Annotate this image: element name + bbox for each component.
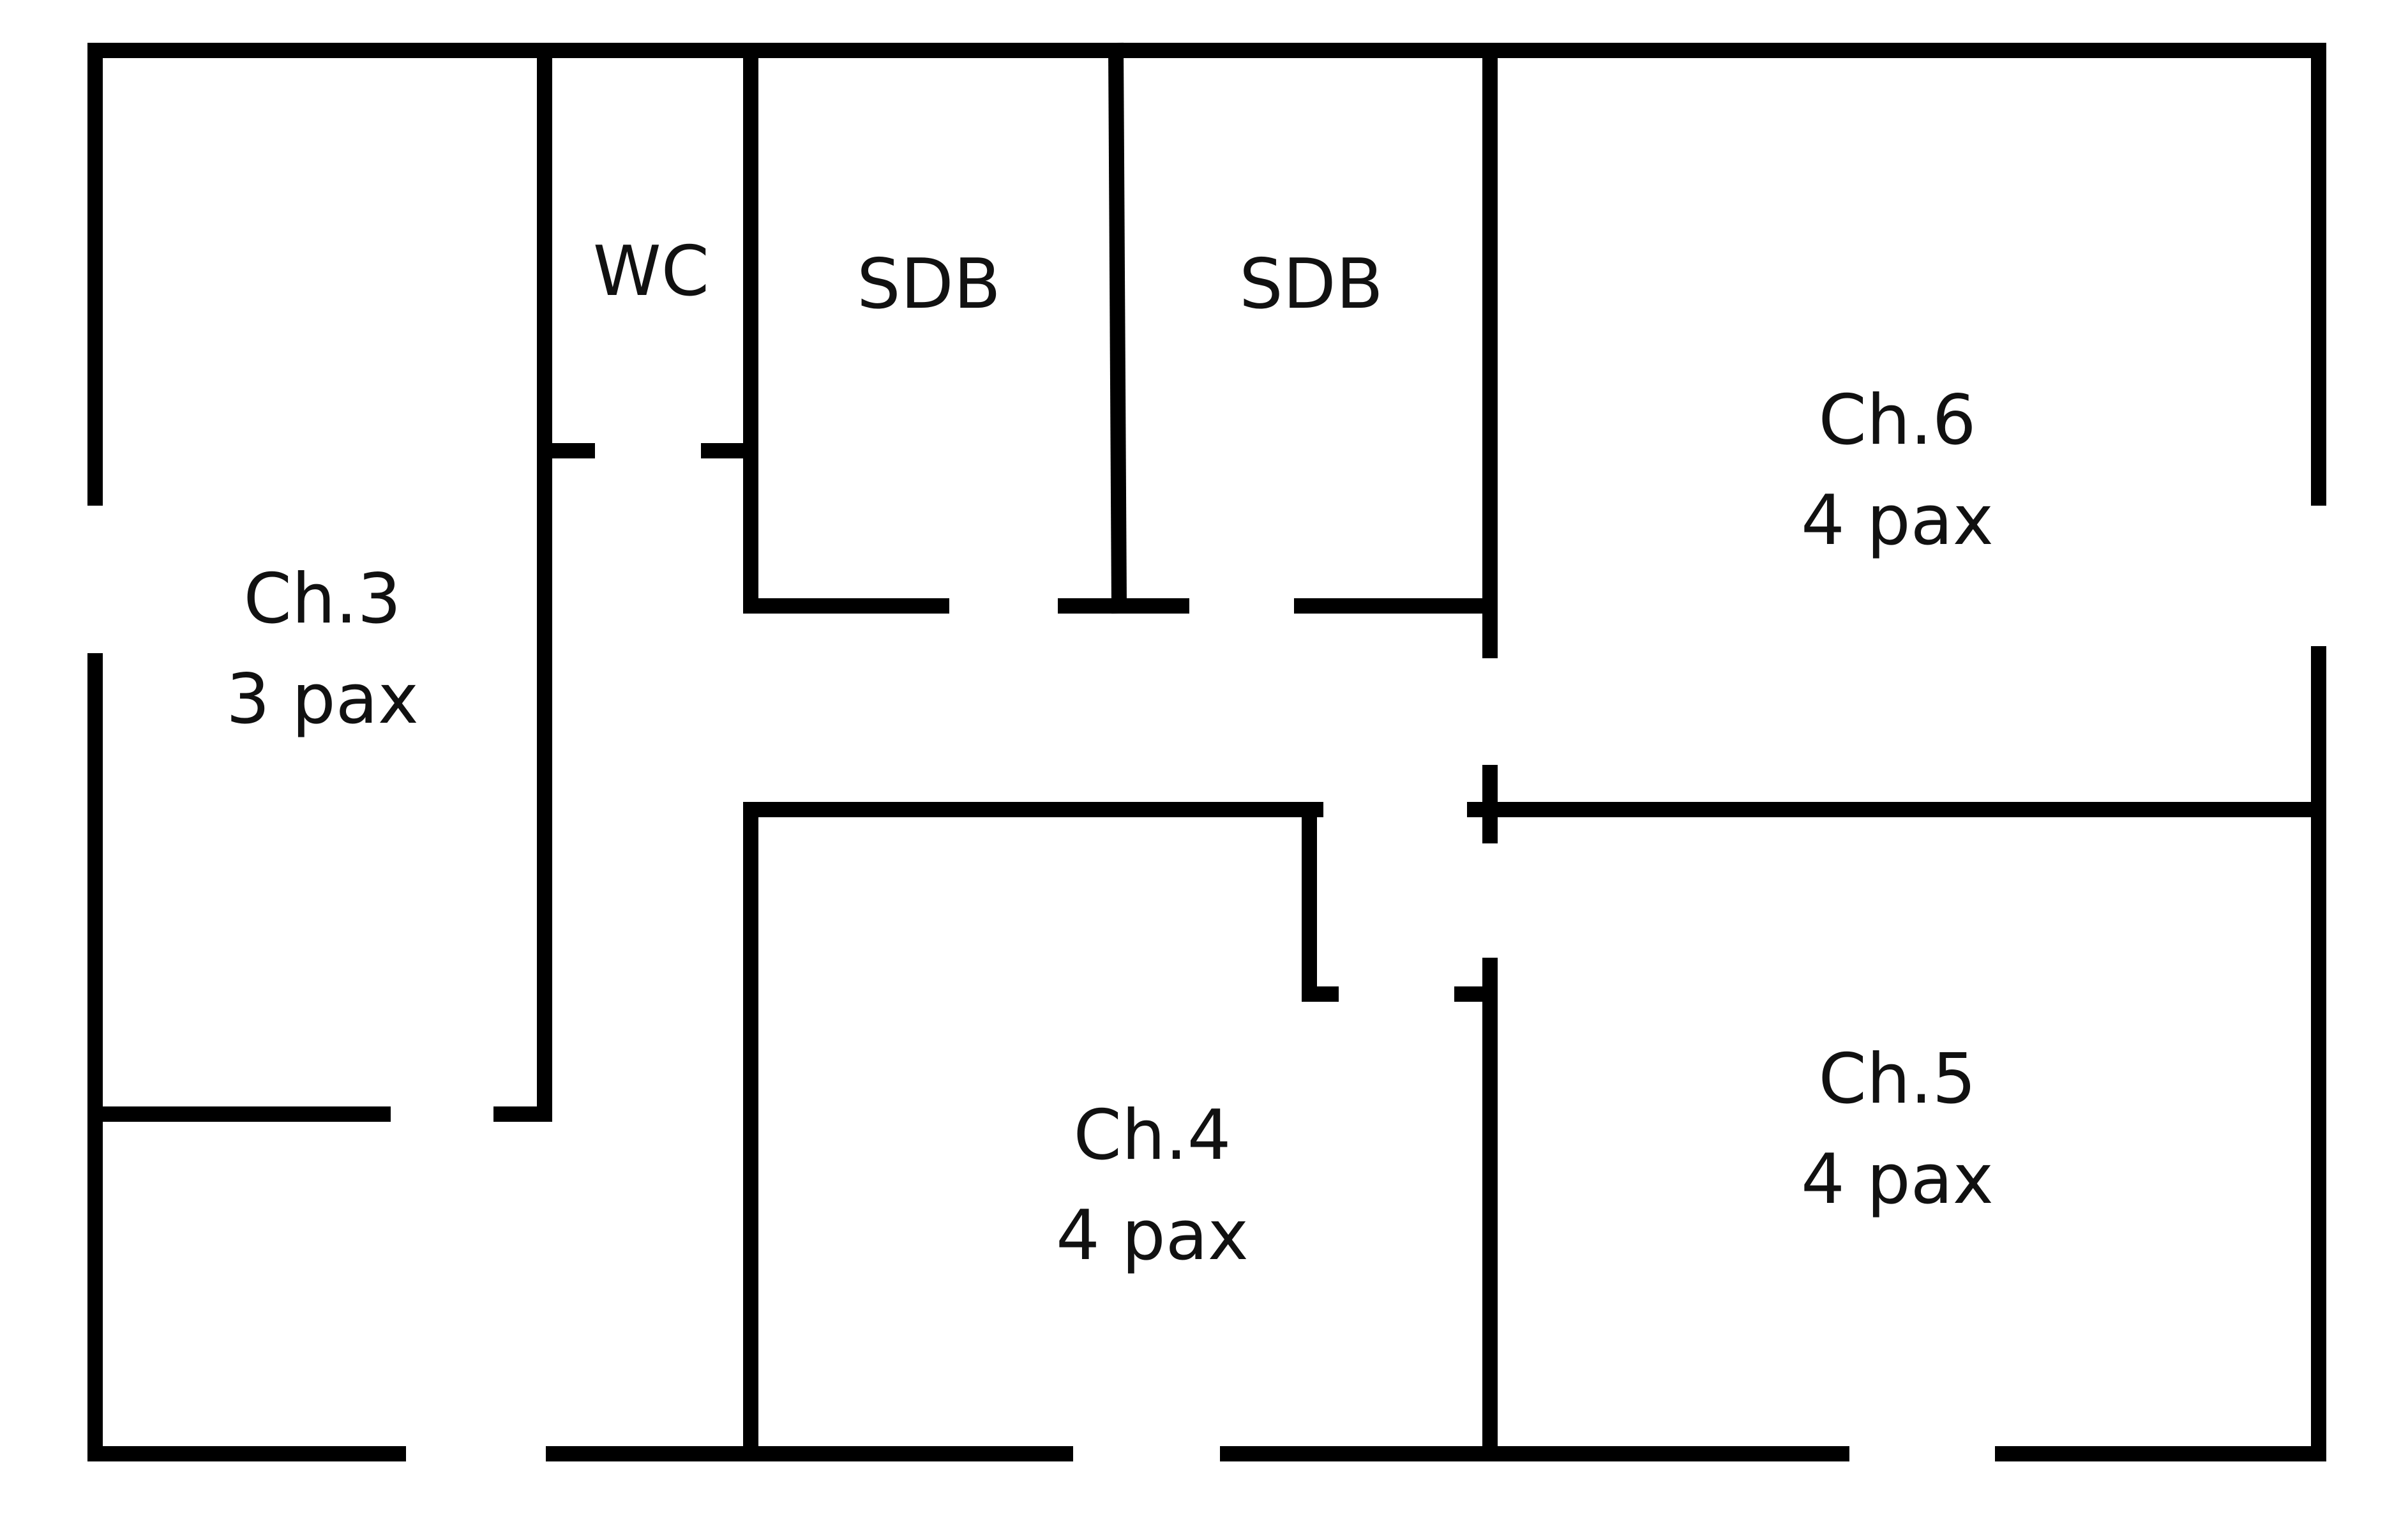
room-sdb-1-label: SDB	[857, 245, 1001, 324]
wall-sdb-divider	[1108, 42, 1127, 614]
room-ch3-name: Ch.3	[244, 559, 402, 639]
room-ch3-capacity: 3 pax	[226, 660, 419, 739]
room-labels: WC SDB SDB Ch.3 3 pax Ch.6 4 pax Ch.4 4 …	[226, 232, 1994, 1276]
room-ch6-capacity: 4 pax	[1801, 481, 1994, 561]
walls	[87, 42, 2326, 1461]
room-wc-label: WC	[593, 232, 709, 312]
room-sdb-2-label: SDB	[1239, 245, 1383, 324]
room-ch6-name: Ch.6	[1819, 381, 1976, 460]
room-ch5-name: Ch.5	[1819, 1039, 1976, 1119]
room-ch4-name: Ch.4	[1074, 1096, 1231, 1175]
room-ch4-capacity: 4 pax	[1056, 1196, 1249, 1276]
room-ch5-capacity: 4 pax	[1801, 1140, 1994, 1219]
